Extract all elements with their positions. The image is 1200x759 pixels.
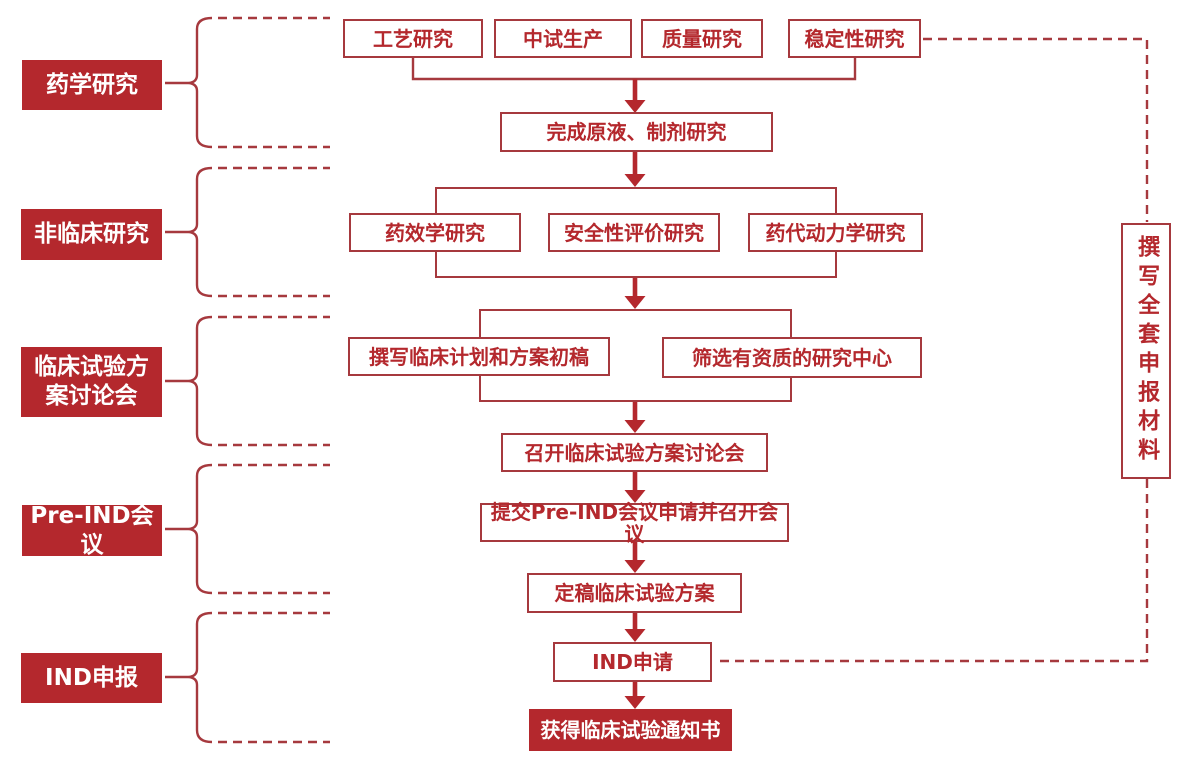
node-ind-application: IND申请: [553, 642, 712, 682]
stage-ind-filing: IND申报: [21, 653, 162, 703]
row1-merge-connector: [411, 58, 857, 81]
flow-arrows: [624, 79, 646, 709]
bracket-nonclinical: [165, 166, 330, 298]
arrow-to-finalize-protocol: [624, 542, 646, 573]
node-draft-clinical-plan: 撰写临床计划和方案初稿: [348, 337, 610, 376]
node-quality-research: 质量研究: [641, 19, 763, 58]
bracket-protocol-meeting: [165, 315, 330, 447]
arrow-to-protocol-prep-group: [624, 278, 646, 309]
node-process-research: 工艺研究: [343, 19, 483, 58]
bracket-ind-filing: [165, 611, 330, 744]
stage-protocol-meeting: 临床试验方案讨论会: [21, 347, 162, 417]
node-complete-ds-dp-research: 完成原液、制剂研究: [500, 112, 773, 152]
node-screen-qualified-sites: 筛选有资质的研究中心: [662, 337, 922, 378]
bracket-pharmacy: [165, 16, 330, 149]
node-obtain-clinical-trial-notification: 获得临床试验通知书: [529, 709, 732, 751]
dossier-dashed-route-top: [923, 37, 1149, 222]
arrow-to-complete-ds-dp: [624, 79, 646, 113]
dossier-dashed-route-bottom: [714, 479, 1149, 663]
stage-pre-ind-meeting: Pre-IND会议: [22, 503, 162, 558]
bracket-pre-ind: [165, 463, 330, 595]
arrow-to-obtain-notification: [624, 682, 646, 709]
node-finalize-protocol: 定稿临床试验方案: [527, 573, 742, 613]
node-stability-research: 稳定性研究: [788, 19, 921, 58]
arrow-to-hold-protocol-meeting: [624, 402, 646, 433]
node-pilot-production: 中试生产: [494, 19, 632, 58]
node-safety-evaluation-research: 安全性评价研究: [548, 213, 720, 252]
node-pharmacodynamics-research: 药效学研究: [349, 213, 521, 252]
arrow-to-nonclinical-group: [624, 152, 646, 187]
node-pharmacokinetics-research: 药代动力学研究: [748, 213, 923, 252]
node-submit-preind-meeting: 提交Pre-IND会议申请并召开会议: [480, 501, 789, 545]
stage-nonclinical-research: 非临床研究: [21, 209, 162, 260]
stage-pharmacy-research: 药学研究: [22, 60, 162, 110]
arrow-to-submit-preind: [624, 472, 646, 503]
stage-protocol-meeting-label: 临床试验方案讨论会: [34, 354, 149, 409]
arrow-to-ind-application: [624, 613, 646, 642]
node-hold-protocol-meeting: 召开临床试验方案讨论会: [501, 433, 768, 472]
node-write-full-dossier: 撰写全套申报材料: [1121, 223, 1171, 479]
